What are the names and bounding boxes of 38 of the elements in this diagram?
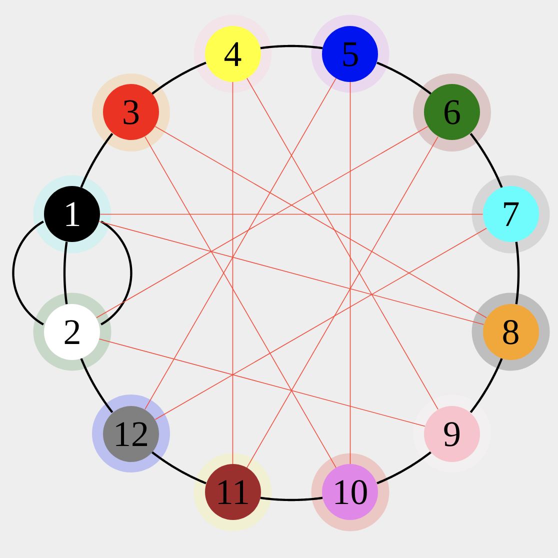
node-number: 3 — [122, 94, 140, 130]
node-number: 11 — [215, 474, 250, 510]
curved-line — [260, 496, 323, 502]
chord-line — [246, 78, 438, 410]
chord-line — [96, 126, 428, 318]
chord-line — [144, 78, 337, 410]
curved-line — [12, 220, 44, 326]
curved-line — [151, 451, 206, 484]
node-number: 9 — [443, 416, 461, 452]
node-number: 10 — [332, 474, 368, 510]
node-number: 7 — [502, 196, 520, 232]
curved-line — [515, 242, 520, 304]
curved-line — [80, 132, 114, 188]
curved-line — [151, 62, 206, 95]
curved-line — [100, 220, 132, 326]
chord-line — [144, 136, 337, 468]
chord-line — [100, 214, 484, 215]
node-number: 8 — [502, 314, 520, 350]
chord-line — [154, 228, 487, 420]
chord-line — [232, 81, 234, 465]
node-number: 2 — [63, 314, 82, 350]
chord-line — [350, 81, 351, 465]
curved-line — [470, 132, 503, 188]
node-number: 1 — [63, 196, 82, 232]
curved-line — [376, 62, 432, 95]
chord-line — [98, 221, 484, 325]
chord-line — [98, 338, 426, 427]
node-number: 6 — [443, 94, 461, 130]
curved-line — [470, 358, 503, 414]
node-number: 4 — [224, 36, 242, 72]
node-number: 12 — [112, 416, 149, 452]
curved-line — [63, 242, 68, 304]
chord-line — [246, 136, 438, 468]
node-number: 5 — [341, 36, 360, 72]
curved-line — [80, 358, 114, 414]
chord-line — [154, 126, 487, 318]
curved-line — [260, 44, 323, 50]
curved-line — [376, 451, 432, 484]
